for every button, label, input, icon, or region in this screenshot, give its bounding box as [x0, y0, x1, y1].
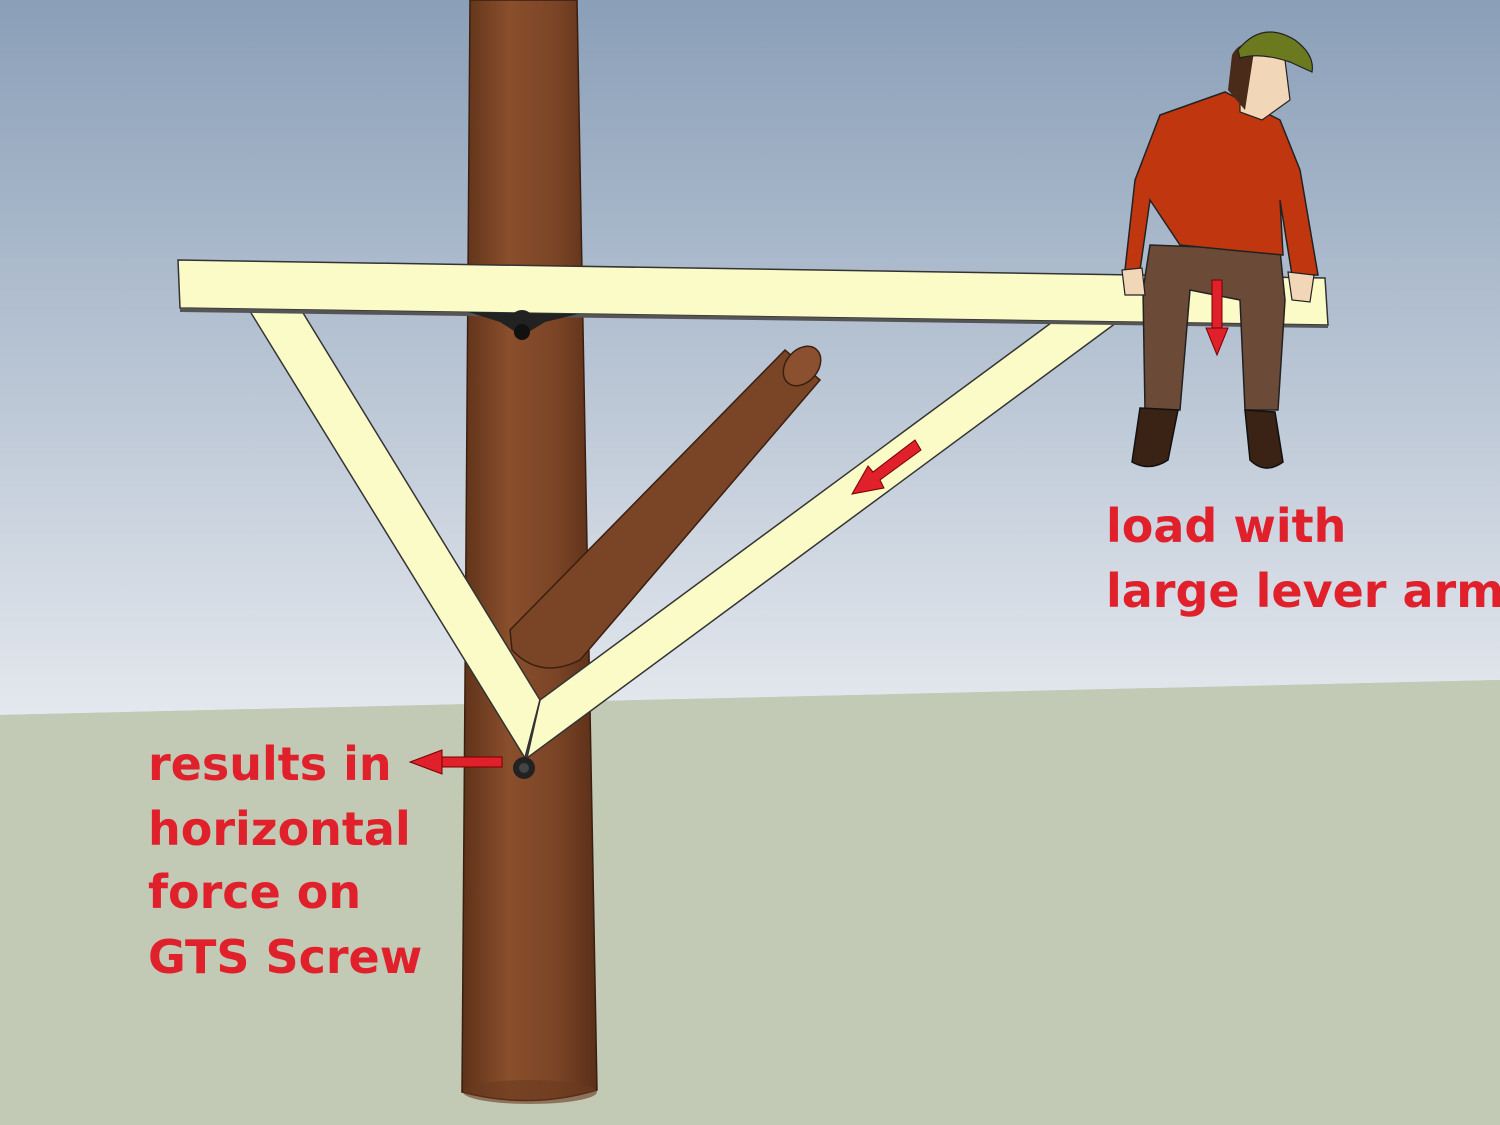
result-label-line2: horizontal — [148, 802, 411, 856]
compression-arrow — [851, 439, 922, 495]
person-cap — [1237, 31, 1313, 73]
person-hair — [1228, 43, 1255, 110]
ground — [0, 680, 1500, 1125]
tree-branch — [509, 345, 822, 669]
sky — [0, 0, 1500, 715]
tree-trunk — [461, 0, 598, 1102]
top-bracket-hardware — [468, 310, 578, 340]
result-label-line4: GTS Screw — [148, 930, 422, 984]
seated-person — [1121, 31, 1319, 469]
person-hands — [1121, 267, 1315, 303]
load-arrow-down — [1205, 279, 1229, 357]
person-legs — [1142, 244, 1286, 411]
horizontal-force-arrow — [408, 749, 503, 775]
gts-screw — [513, 757, 535, 779]
person-shoes — [1131, 407, 1284, 469]
load-label-line2: large lever arm — [1106, 564, 1500, 618]
beam-underside — [180, 308, 1328, 328]
trunk-base — [463, 1080, 597, 1104]
load-label-line1: load with — [1106, 499, 1346, 553]
brace-joint-line — [524, 699, 541, 759]
result-label-line3: force on — [148, 865, 361, 919]
result-label-line1: results in — [148, 737, 392, 791]
